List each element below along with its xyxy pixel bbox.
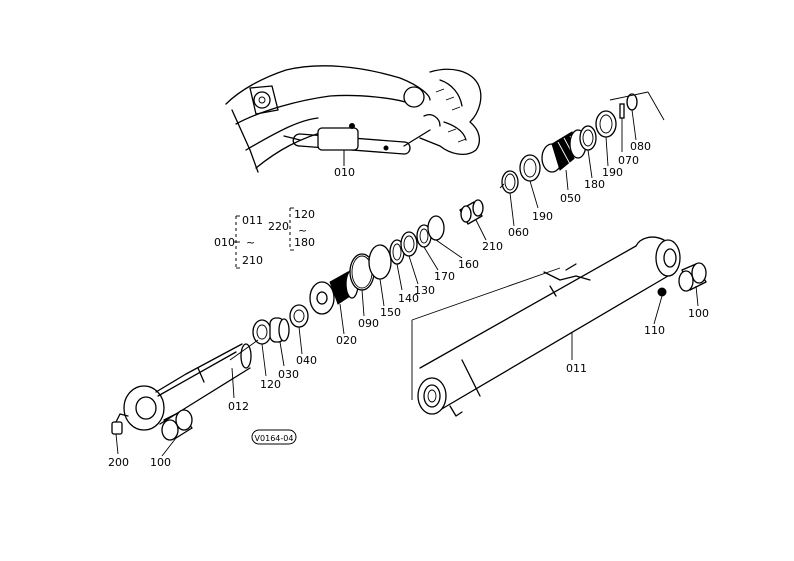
piston-020 [309, 269, 359, 315]
part-label-012: 012 [228, 400, 249, 413]
part-label-160: 160 [458, 258, 479, 271]
part-label-200: 200 [108, 456, 129, 469]
part-label-190-lower: 190 [532, 210, 553, 223]
frame-top [411, 267, 561, 321]
part-label-100-lower: 100 [150, 456, 171, 469]
legend-group-number: 220 [268, 220, 289, 233]
part-label-190-upper: 190 [602, 166, 623, 179]
grease-nipple [111, 413, 129, 435]
assembly-legend: 010 011 ~ 210 220 120 ~ 180 [214, 207, 315, 269]
bushing-upper [678, 262, 707, 292]
part-label-170: 170 [434, 270, 455, 283]
part-label-210: 210 [482, 240, 503, 253]
part-label-080: 080 [630, 140, 651, 153]
legend-range-a-start: 011 [242, 214, 263, 227]
part-label-100-upper: 100 [688, 307, 709, 320]
part-label-150: 150 [380, 306, 401, 319]
part-label-090: 090 [358, 317, 379, 330]
rod-eye [123, 373, 193, 431]
legend-range-b-end: 180 [294, 236, 315, 249]
leader-lines [115, 109, 699, 457]
ring-180 [579, 125, 597, 151]
part-label-130: 130 [414, 284, 435, 297]
ring-060 [501, 170, 519, 194]
part-label-070: 070 [618, 154, 639, 167]
ring-040 [289, 304, 309, 328]
legend-range-a-end: 210 [242, 254, 263, 267]
part-label-120: 120 [260, 378, 281, 391]
boom-illustration [225, 65, 482, 173]
ring-160 [427, 215, 445, 241]
gland-050 [541, 129, 587, 173]
pin-070 [619, 103, 625, 119]
diagram-code-badge: V0164-04 [251, 429, 297, 445]
legend-assembly-number: 010 [214, 236, 235, 249]
ring-190-lower [519, 154, 541, 182]
sleeve-210 [459, 199, 484, 225]
cylinder-tube [417, 236, 681, 417]
part-label-010-top: 010 [334, 166, 355, 179]
grease-nipple-110 [657, 287, 667, 297]
part-label-050: 050 [560, 192, 581, 205]
legend-range-b-tilde: ~ [298, 224, 307, 237]
ring-190-upper [595, 110, 617, 138]
frame-top-right [609, 91, 649, 101]
part-label-020: 020 [336, 334, 357, 347]
part-label-180: 180 [584, 178, 605, 191]
seal-030 [269, 317, 290, 343]
legend-range-b-start: 120 [294, 208, 315, 221]
legend-range-a-tilde: ~ [246, 236, 255, 249]
part-label-030: 030 [278, 368, 299, 381]
part-labels: 010 080 070 190 180 050 190 060 210 160 … [108, 140, 709, 469]
seal-120 [252, 319, 272, 345]
bushing-lower [161, 409, 193, 441]
ring-090 [349, 253, 375, 291]
piston-rod [157, 343, 252, 405]
part-label-011: 011 [566, 362, 587, 375]
ring-130 [400, 231, 418, 257]
ring-150 [368, 244, 392, 280]
part-label-110: 110 [644, 324, 665, 337]
diagram-code: V0164-04 [255, 434, 294, 443]
part-label-140: 140 [398, 292, 419, 305]
part-label-060: 060 [508, 226, 529, 239]
frame-right [647, 91, 665, 121]
part-label-040: 040 [296, 354, 317, 367]
